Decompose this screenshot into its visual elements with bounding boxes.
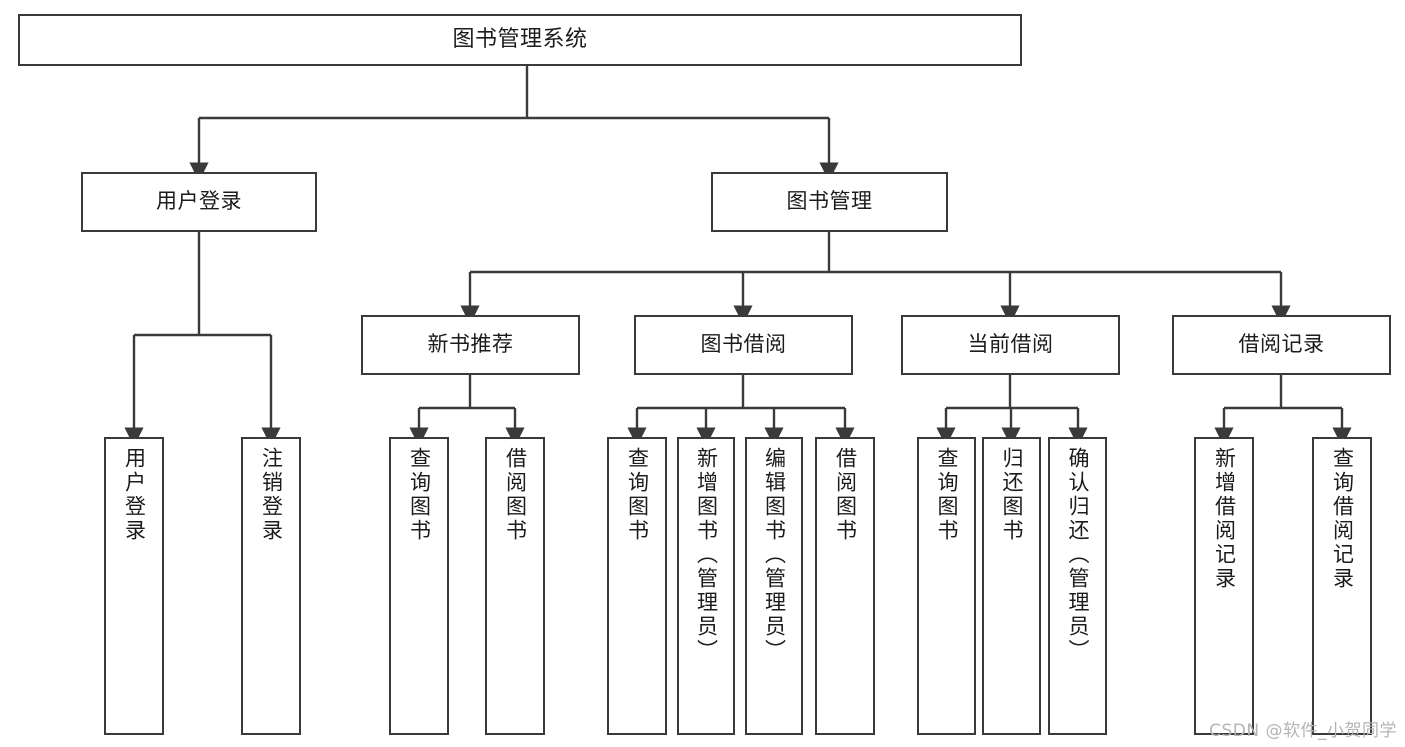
node-leaf-borrow-book-recommend[interactable]: 借阅图书 <box>485 437 545 735</box>
node-label: 查询图书 <box>935 447 959 543</box>
node-label: 图书借阅 <box>700 332 787 357</box>
node-current-borrow[interactable]: 当前借阅 <box>901 315 1120 375</box>
node-label: 图书管理 <box>786 189 873 214</box>
node-label: 借阅图书 <box>503 447 528 543</box>
node-leaf-search-book-recommend[interactable]: 查询图书 <box>389 437 449 735</box>
node-label: 确认归还（管理员） <box>1066 447 1090 663</box>
node-label: 用户登录 <box>122 447 147 543</box>
node-label: 注销登录 <box>259 447 284 543</box>
node-label: 新增借阅记录 <box>1212 447 1237 591</box>
csdn-watermark: CSDN @软件_小贺同学 <box>1209 721 1397 741</box>
node-leaf-add-book-admin[interactable]: 新增图书（管理员） <box>677 437 735 735</box>
node-user-login[interactable]: 用户登录 <box>81 172 317 232</box>
node-label: 归还图书 <box>1000 447 1024 543</box>
node-leaf-user-login[interactable]: 用户登录 <box>104 437 164 735</box>
node-leaf-search-book-current[interactable]: 查询图书 <box>917 437 976 735</box>
node-leaf-confirm-return-admin[interactable]: 确认归还（管理员） <box>1048 437 1107 735</box>
node-book-management[interactable]: 图书管理 <box>711 172 948 232</box>
node-label: 借阅图书 <box>833 447 858 543</box>
node-label: 当前借阅 <box>967 332 1054 357</box>
node-leaf-search-book-borrow[interactable]: 查询图书 <box>607 437 667 735</box>
node-leaf-logout[interactable]: 注销登录 <box>241 437 301 735</box>
node-leaf-search-borrow-record[interactable]: 查询借阅记录 <box>1312 437 1372 735</box>
node-label: 查询图书 <box>407 447 432 543</box>
node-label: 图书管理系统 <box>452 26 588 52</box>
node-leaf-borrow-book[interactable]: 借阅图书 <box>815 437 875 735</box>
node-leaf-add-borrow-record[interactable]: 新增借阅记录 <box>1194 437 1254 735</box>
node-label: 用户登录 <box>156 189 242 214</box>
node-leaf-edit-book-admin[interactable]: 编辑图书（管理员） <box>745 437 803 735</box>
node-book-borrow[interactable]: 图书借阅 <box>634 315 853 375</box>
node-label: 查询借阅记录 <box>1330 447 1355 591</box>
node-root-system[interactable]: 图书管理系统 <box>18 14 1022 66</box>
node-new-book-recommend[interactable]: 新书推荐 <box>361 315 580 375</box>
node-borrow-records[interactable]: 借阅记录 <box>1172 315 1391 375</box>
node-label: 新增图书（管理员） <box>694 447 719 663</box>
node-label: 借阅记录 <box>1238 332 1325 357</box>
node-label: 编辑图书（管理员） <box>762 447 787 663</box>
node-label: 新书推荐 <box>427 332 514 357</box>
node-leaf-return-book[interactable]: 归还图书 <box>982 437 1041 735</box>
node-label: 查询图书 <box>625 447 650 543</box>
